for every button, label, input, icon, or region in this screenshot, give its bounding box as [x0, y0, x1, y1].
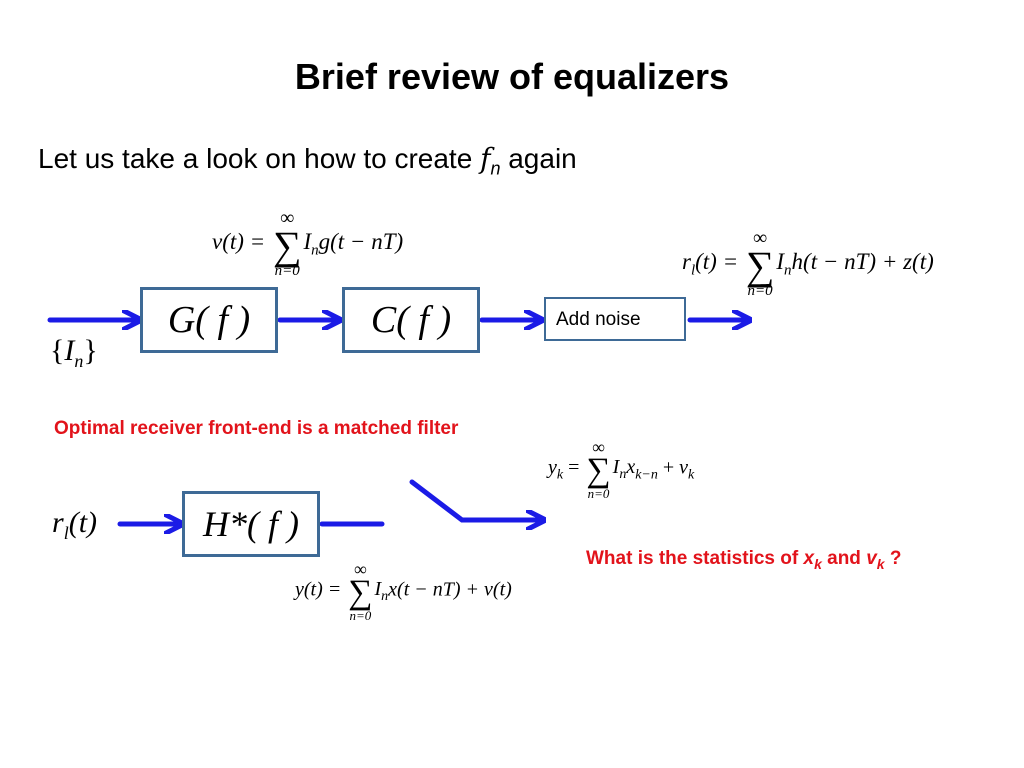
input-brace-close: } — [83, 334, 98, 367]
input-brace-open: { — [50, 334, 65, 367]
slide-subtitle: Let us take a look on how to create fn a… — [38, 142, 577, 180]
block-add-noise: Add noise — [544, 297, 686, 341]
eq-yt-top: ∞ — [353, 559, 367, 579]
rl-input-label: rl(t) — [52, 506, 97, 544]
eq-yt-lhs: y(t) = — [295, 578, 342, 601]
question-x-sub: k — [814, 555, 822, 572]
block-c-f: C( f ) — [342, 287, 480, 353]
subtitle-suffix: again — [500, 143, 577, 174]
eq-r-sum: ∞ ∑ n=0 — [746, 228, 775, 299]
question-suffix: ? — [884, 548, 902, 569]
eq-r-rhs: h(t − nT) + z(t) — [791, 248, 934, 274]
eq-y-lhs-sub: k — [556, 467, 564, 483]
eq-y-top: ∞ — [592, 437, 605, 457]
eq-v-sum: ∞ ∑ n=0 — [273, 208, 302, 279]
eq-yt-sigma: ∑ — [348, 574, 373, 611]
eq-v-lhs: v(t) = — [212, 228, 266, 254]
input-sub: n — [74, 351, 84, 371]
eq-r-lhs: r — [682, 248, 691, 274]
eq-yt-rhs: x(t − nT) + v(t) — [388, 578, 512, 601]
eq-yt-sum: ∞ ∑ n=0 — [348, 560, 372, 622]
equation-v: v(t) = ∞ ∑ n=0 Ing(t − nT) — [212, 208, 403, 279]
eq-y-sum: ∞ ∑ n=0 — [586, 438, 610, 500]
rl-sub: l — [63, 523, 69, 543]
eq-r-sigma: ∑ — [745, 243, 775, 288]
eq-y-x-sub: k−n — [635, 467, 658, 483]
eq-v-top: ∞ — [280, 207, 295, 229]
eq-r-lhs-sub: l — [690, 262, 696, 279]
question-and: and — [821, 548, 867, 569]
eq-y-sigma: ∑ — [586, 452, 611, 489]
eq-r-lhs-arg: (t) = — [695, 248, 739, 274]
statistics-question: What is the statistics of xk and vk ? — [586, 548, 901, 572]
eq-r-top: ∞ — [752, 227, 768, 249]
equation-yt: y(t) = ∞ ∑ n=0 Inx(t − nT) + v(t) — [295, 560, 512, 622]
rl-sym: r — [52, 506, 64, 539]
slide-title: Brief review of equalizers — [294, 56, 730, 97]
question-x: x — [803, 548, 815, 569]
eq-y-eq: = — [563, 456, 580, 479]
subtitle-prefix: Let us take a look on how to create — [38, 143, 481, 174]
question-v-sub: k — [876, 555, 885, 572]
eq-r-in: In — [776, 248, 792, 279]
eq-r-bot: n=0 — [747, 283, 773, 299]
matched-filter-note: Optimal receiver front-end is a matched … — [54, 418, 459, 439]
eq-y-v: v — [679, 456, 689, 479]
subtitle-symbol: f — [480, 142, 491, 175]
input-sym: I — [64, 334, 75, 367]
question-v: v — [866, 548, 877, 569]
rl-arg: (t) — [68, 506, 98, 539]
eq-y-bot: n=0 — [587, 485, 610, 501]
eq-y-in: Inx — [612, 456, 636, 483]
subtitle-subscript: n — [490, 158, 501, 179]
eq-y-v-sub: k — [688, 467, 695, 483]
equation-r: rl(t) = ∞ ∑ n=0 Inh(t − nT) + z(t) — [682, 228, 934, 299]
input-symbol-label: {In} — [50, 334, 98, 372]
block-g-f: G( f ) — [140, 287, 278, 353]
question-prefix: What is the statistics of — [586, 548, 804, 569]
equation-yk: yk = ∞ ∑ n=0 Inxk−n + vk — [548, 437, 695, 501]
eq-y-lhs: y — [548, 456, 557, 479]
eq-yt-in: In — [374, 578, 389, 605]
eq-v-rhs: Ing(t − nT) — [303, 228, 404, 259]
eq-v-sigma: ∑ — [272, 223, 302, 268]
eq-v-bot: n=0 — [274, 263, 300, 279]
block-h-star-f: H*( f ) — [182, 491, 320, 557]
sampler-switch — [409, 479, 538, 520]
eq-yt-bot: n=0 — [349, 607, 372, 623]
